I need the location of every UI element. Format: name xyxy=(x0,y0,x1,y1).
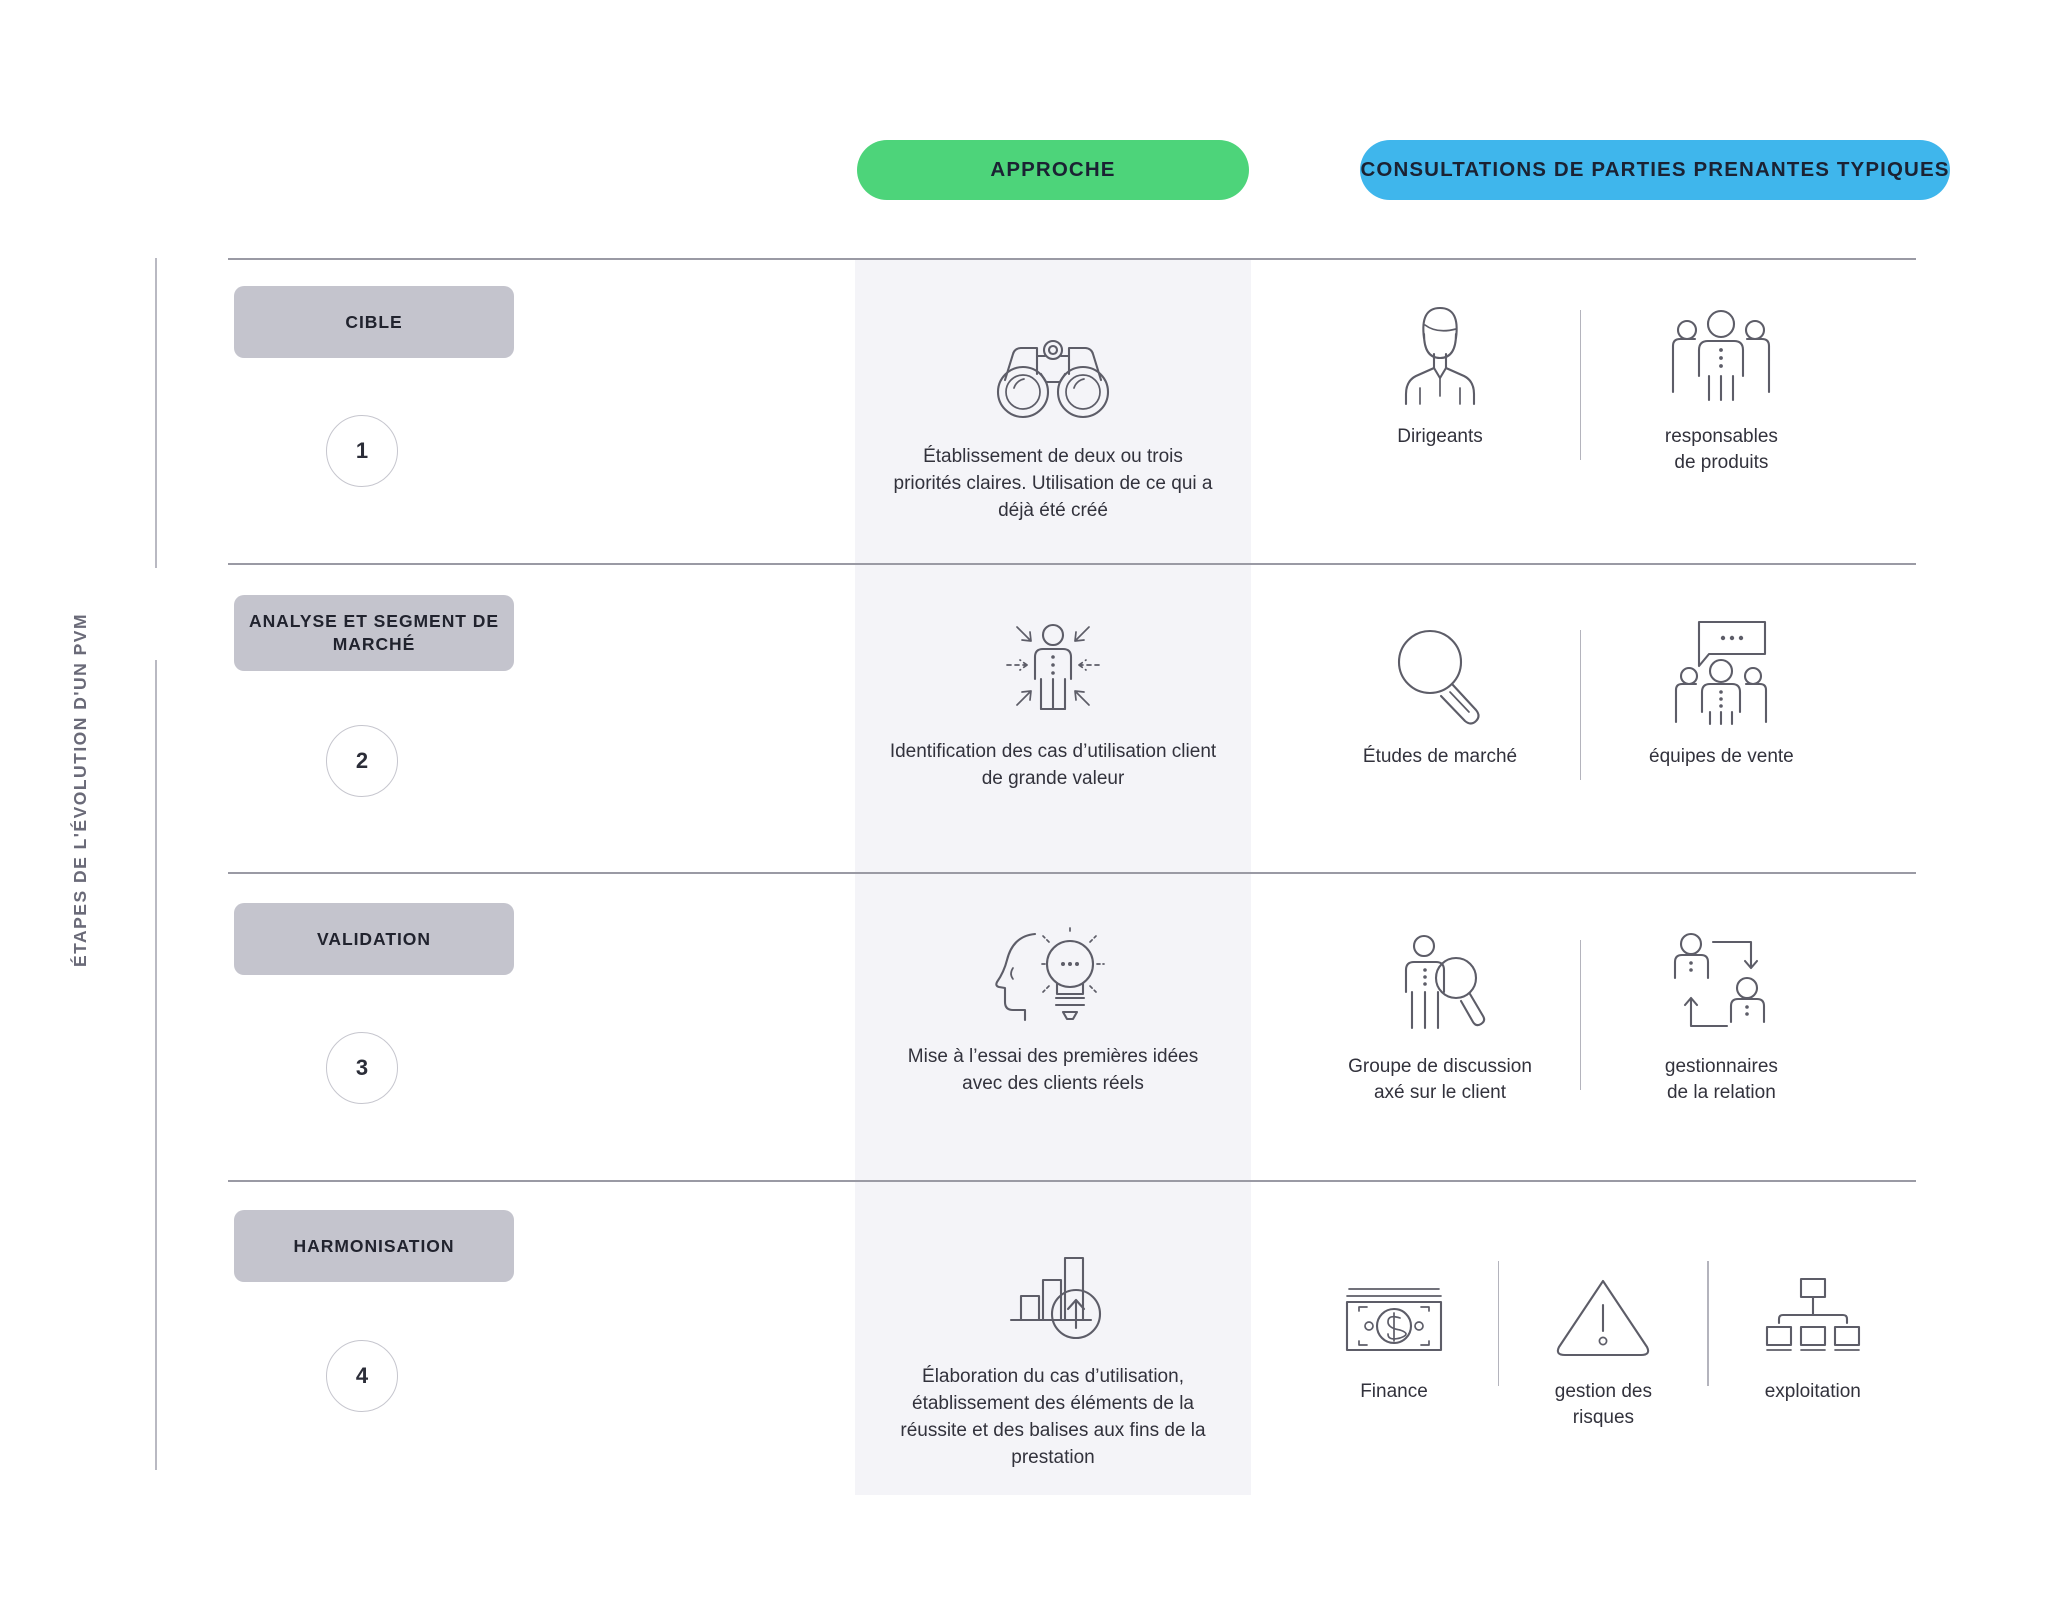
approach-text-3: Mise à l’essai des premières idées avec … xyxy=(907,1046,1199,1094)
stakeholder-4-2: gestion des risques xyxy=(1499,1255,1707,1430)
approach-cell-1: Établissement de deux ou trois priorités… xyxy=(855,330,1251,525)
person-magnifier-icon xyxy=(1384,930,1496,1038)
approach-cell-2: Identification des cas d’utilisation cli… xyxy=(855,623,1251,793)
stakeholder-label-4-1: Finance xyxy=(1360,1381,1428,1402)
approach-cell-3: Mise à l’essai des premières idées avec … xyxy=(855,926,1251,1098)
stage-number-2: 2 xyxy=(326,725,398,797)
stakeholder-separator xyxy=(1498,1261,1500,1386)
stakeholder-3-2: gestionnaires de la relation xyxy=(1581,930,1861,1105)
stakeholder-group-2: Études de marché xyxy=(1300,620,1861,780)
axis-segment-top xyxy=(155,258,157,568)
stakeholder-separator xyxy=(1580,940,1582,1090)
people-speech-bubble-icon xyxy=(1665,620,1777,728)
person-arrows-target-icon xyxy=(991,623,1115,717)
stakeholder-2-1: Études de marché xyxy=(1300,620,1580,770)
approach-text-4: Élaboration du cas d’utilisation, établi… xyxy=(900,1366,1206,1468)
stakeholder-group-3: Groupe de discussion axé sur le client xyxy=(1300,930,1861,1105)
stage-name-4: HARMONISATION xyxy=(293,1235,455,1256)
row-divider-1 xyxy=(228,258,1916,260)
stakeholder-4-3: exploitation xyxy=(1709,1255,1917,1405)
stakeholder-group-1: Dirigeants xyxy=(1300,300,1861,475)
stakeholder-3-1: Groupe de discussion axé sur le client xyxy=(1300,930,1580,1105)
axis-label: ÉTAPES DE L'ÉVOLUTION D'UN PVM xyxy=(69,612,90,968)
stakeholder-group-4: Finance gestion des risques xyxy=(1290,1255,1917,1430)
stakeholder-label-4-3: exploitation xyxy=(1764,1381,1861,1402)
stage-number-4: 4 xyxy=(326,1340,398,1412)
approach-column-highlight xyxy=(855,260,1251,1495)
stakeholder-1-2: responsables de produits xyxy=(1581,300,1861,475)
warning-triangle-icon xyxy=(1553,1255,1653,1363)
stage-pill-1[interactable]: CIBLE xyxy=(234,286,514,358)
head-lightbulb-icon xyxy=(991,926,1115,1022)
executive-person-icon xyxy=(1394,300,1486,408)
stage-pill-2[interactable]: ANALYSE ET SEGMENT DE MARCHÉ xyxy=(234,595,514,671)
stakeholder-2-2: équipes de vente xyxy=(1581,620,1861,770)
stakeholder-1-1: Dirigeants xyxy=(1300,300,1580,450)
people-group-icon xyxy=(1665,300,1777,408)
row-divider-3 xyxy=(228,872,1916,874)
stakeholder-label-3-1: Groupe de discussion axé sur le client xyxy=(1348,1056,1532,1103)
stakeholder-label-1-1: Dirigeants xyxy=(1397,426,1483,447)
stakeholder-4-1: Finance xyxy=(1290,1255,1498,1405)
approach-text-2: Identification des cas d’utilisation cli… xyxy=(889,741,1217,789)
column-header-stakeholders-label: CONSULTATIONS DE PARTIES PRENANTES TYPIQ… xyxy=(1360,157,1950,181)
stage-name-3: VALIDATION xyxy=(317,928,431,949)
stakeholder-label-2-1: Études de marché xyxy=(1362,746,1518,767)
column-header-approche[interactable]: APPROCHE xyxy=(857,140,1249,200)
binoculars-icon xyxy=(989,330,1117,422)
column-header-approche-label: APPROCHE xyxy=(990,157,1116,181)
two-people-arrows-icon xyxy=(1665,930,1777,1038)
stakeholder-label-1-2: responsables de produits xyxy=(1664,426,1778,473)
banknote-dollar-icon xyxy=(1339,1255,1449,1363)
stage-number-3-value: 3 xyxy=(355,1055,369,1080)
stakeholder-label-2-2: équipes de vente xyxy=(1649,746,1794,767)
org-chart-icon xyxy=(1757,1255,1869,1363)
magnifier-icon xyxy=(1388,620,1492,728)
stage-number-3: 3 xyxy=(326,1032,398,1104)
stage-name-1: CIBLE xyxy=(345,311,403,332)
stage-number-1-value: 1 xyxy=(355,438,369,463)
stage-number-4-value: 4 xyxy=(355,1363,369,1388)
bar-chart-arrow-up-icon xyxy=(991,1250,1115,1342)
stage-number-2-value: 2 xyxy=(355,748,369,773)
approach-cell-4: Élaboration du cas d’utilisation, établi… xyxy=(855,1250,1251,1472)
row-divider-2 xyxy=(228,563,1916,565)
axis-segment-bottom xyxy=(155,660,157,1470)
stakeholder-label-3-2: gestionnaires de la relation xyxy=(1664,1056,1778,1103)
row-divider-4 xyxy=(228,1180,1916,1182)
stage-number-1: 1 xyxy=(326,415,398,487)
stakeholder-label-4-2: gestion des risques xyxy=(1554,1381,1652,1428)
stakeholder-separator xyxy=(1580,310,1582,460)
stage-pill-4[interactable]: HARMONISATION xyxy=(234,1210,514,1282)
stakeholder-separator xyxy=(1580,630,1582,780)
stage-pill-3[interactable]: VALIDATION xyxy=(234,903,514,975)
approach-text-1: Établissement de deux ou trois priorités… xyxy=(893,446,1213,521)
stage-name-2: ANALYSE ET SEGMENT DE MARCHÉ xyxy=(248,611,500,654)
stakeholder-separator xyxy=(1707,1261,1709,1386)
column-header-stakeholders[interactable]: CONSULTATIONS DE PARTIES PRENANTES TYPIQ… xyxy=(1360,140,1950,200)
